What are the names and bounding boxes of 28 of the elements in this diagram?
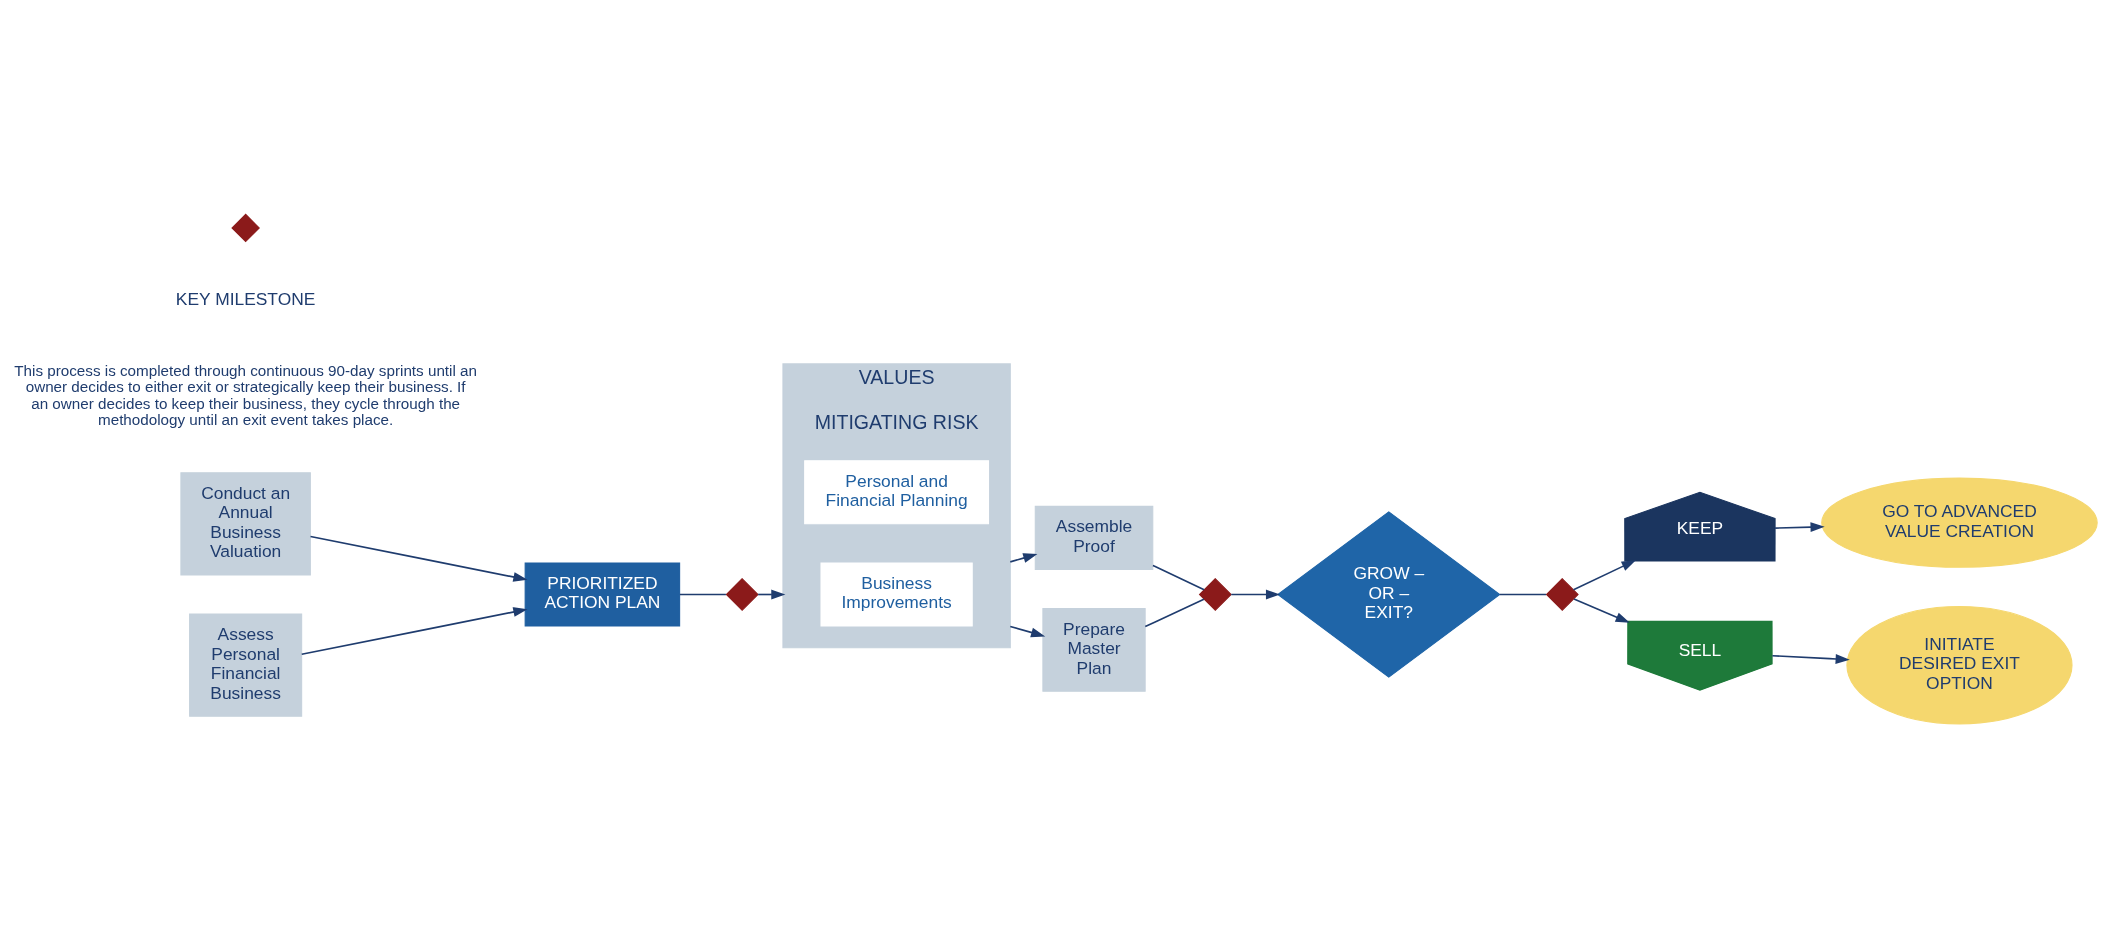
legend-label: KEY MILESTONE (175, 288, 316, 309)
node-ellipse: GO TO ADVANCED VALUE CREATION (1821, 477, 2098, 568)
node-box: Prepare Master Plan (1042, 607, 1146, 692)
node-diamond (1545, 577, 1579, 611)
node-box: Personal and Financial Planning (804, 459, 990, 524)
connector (1144, 598, 1205, 627)
arrow (1771, 653, 1850, 664)
connector (1152, 564, 1205, 590)
arrow (1009, 552, 1038, 563)
node-box: Assemble Proof (1034, 505, 1154, 570)
label: This process is completed through continuous 90-day sprints until an owner decides to either exit or strategically keep their business. If an owner decides to keep their business, they cycle through the methodology until an exit event takes place. (14, 361, 477, 428)
arrow (1009, 625, 1046, 637)
node-box: Conduct an Annual Business Valuation (180, 471, 311, 575)
node-diamond: GROW – OR – EXIT? (1276, 510, 1501, 678)
arrow (309, 535, 528, 582)
node-box: Business Improvements (820, 561, 973, 627)
node-diamond (725, 577, 759, 611)
arrow (1572, 559, 1636, 590)
node-diamond (1198, 577, 1232, 611)
node-box: Assess Personal Financial Business (189, 613, 303, 717)
arrow (1230, 589, 1281, 599)
node-box: PRIORITIZED ACTION PLAN (524, 561, 681, 627)
connector (679, 593, 727, 595)
connector (1499, 593, 1547, 595)
node-ellipse: INITIATE DESIRED EXIT OPTION (1846, 605, 2073, 724)
arrow (1573, 597, 1630, 623)
arrow (300, 606, 528, 655)
arrow (1774, 521, 1825, 532)
